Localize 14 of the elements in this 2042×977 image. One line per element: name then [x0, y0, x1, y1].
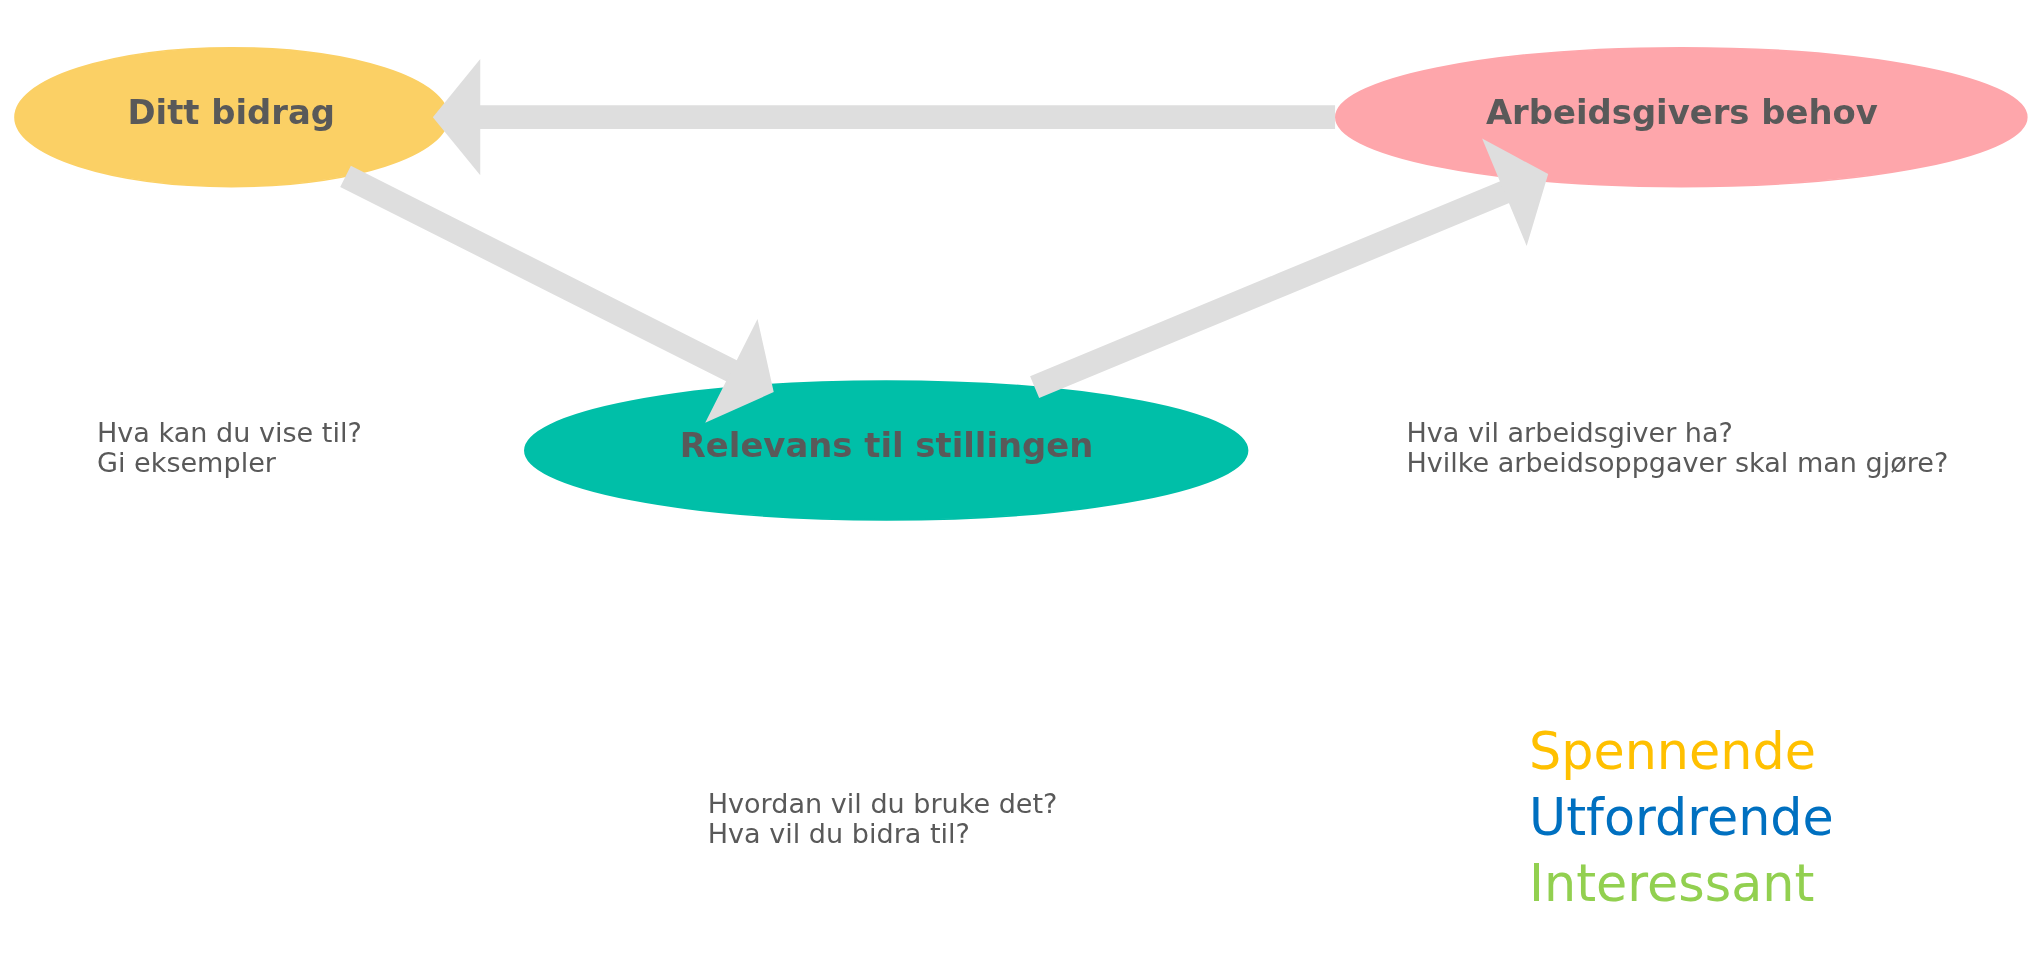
- label: Utfordrende: [1529, 788, 1834, 848]
- label: Interessant: [1529, 854, 1815, 914]
- node-ellipse: Arbeidsgivers behov: [1335, 46, 2028, 188]
- node-label: Hva vil arbeidsgiver ha?: [1406, 416, 1733, 448]
- node-label: Gi eksempler: [97, 447, 276, 479]
- node-label: Hvordan vil du bruke det?: [707, 788, 1058, 820]
- node-ellipse: Relevans til stillingen: [524, 380, 1249, 521]
- node-label: Hvilke arbeidsoppgaver skal man gjøre?: [1406, 447, 1949, 479]
- node-label: Hva vil du bidra til?: [707, 818, 970, 850]
- arrow: [1030, 138, 1549, 399]
- arrow: [340, 165, 774, 423]
- node-label: Hva kan du vise til?: [97, 416, 362, 448]
- arrow: [432, 59, 1336, 176]
- label: Spennende: [1529, 722, 1816, 782]
